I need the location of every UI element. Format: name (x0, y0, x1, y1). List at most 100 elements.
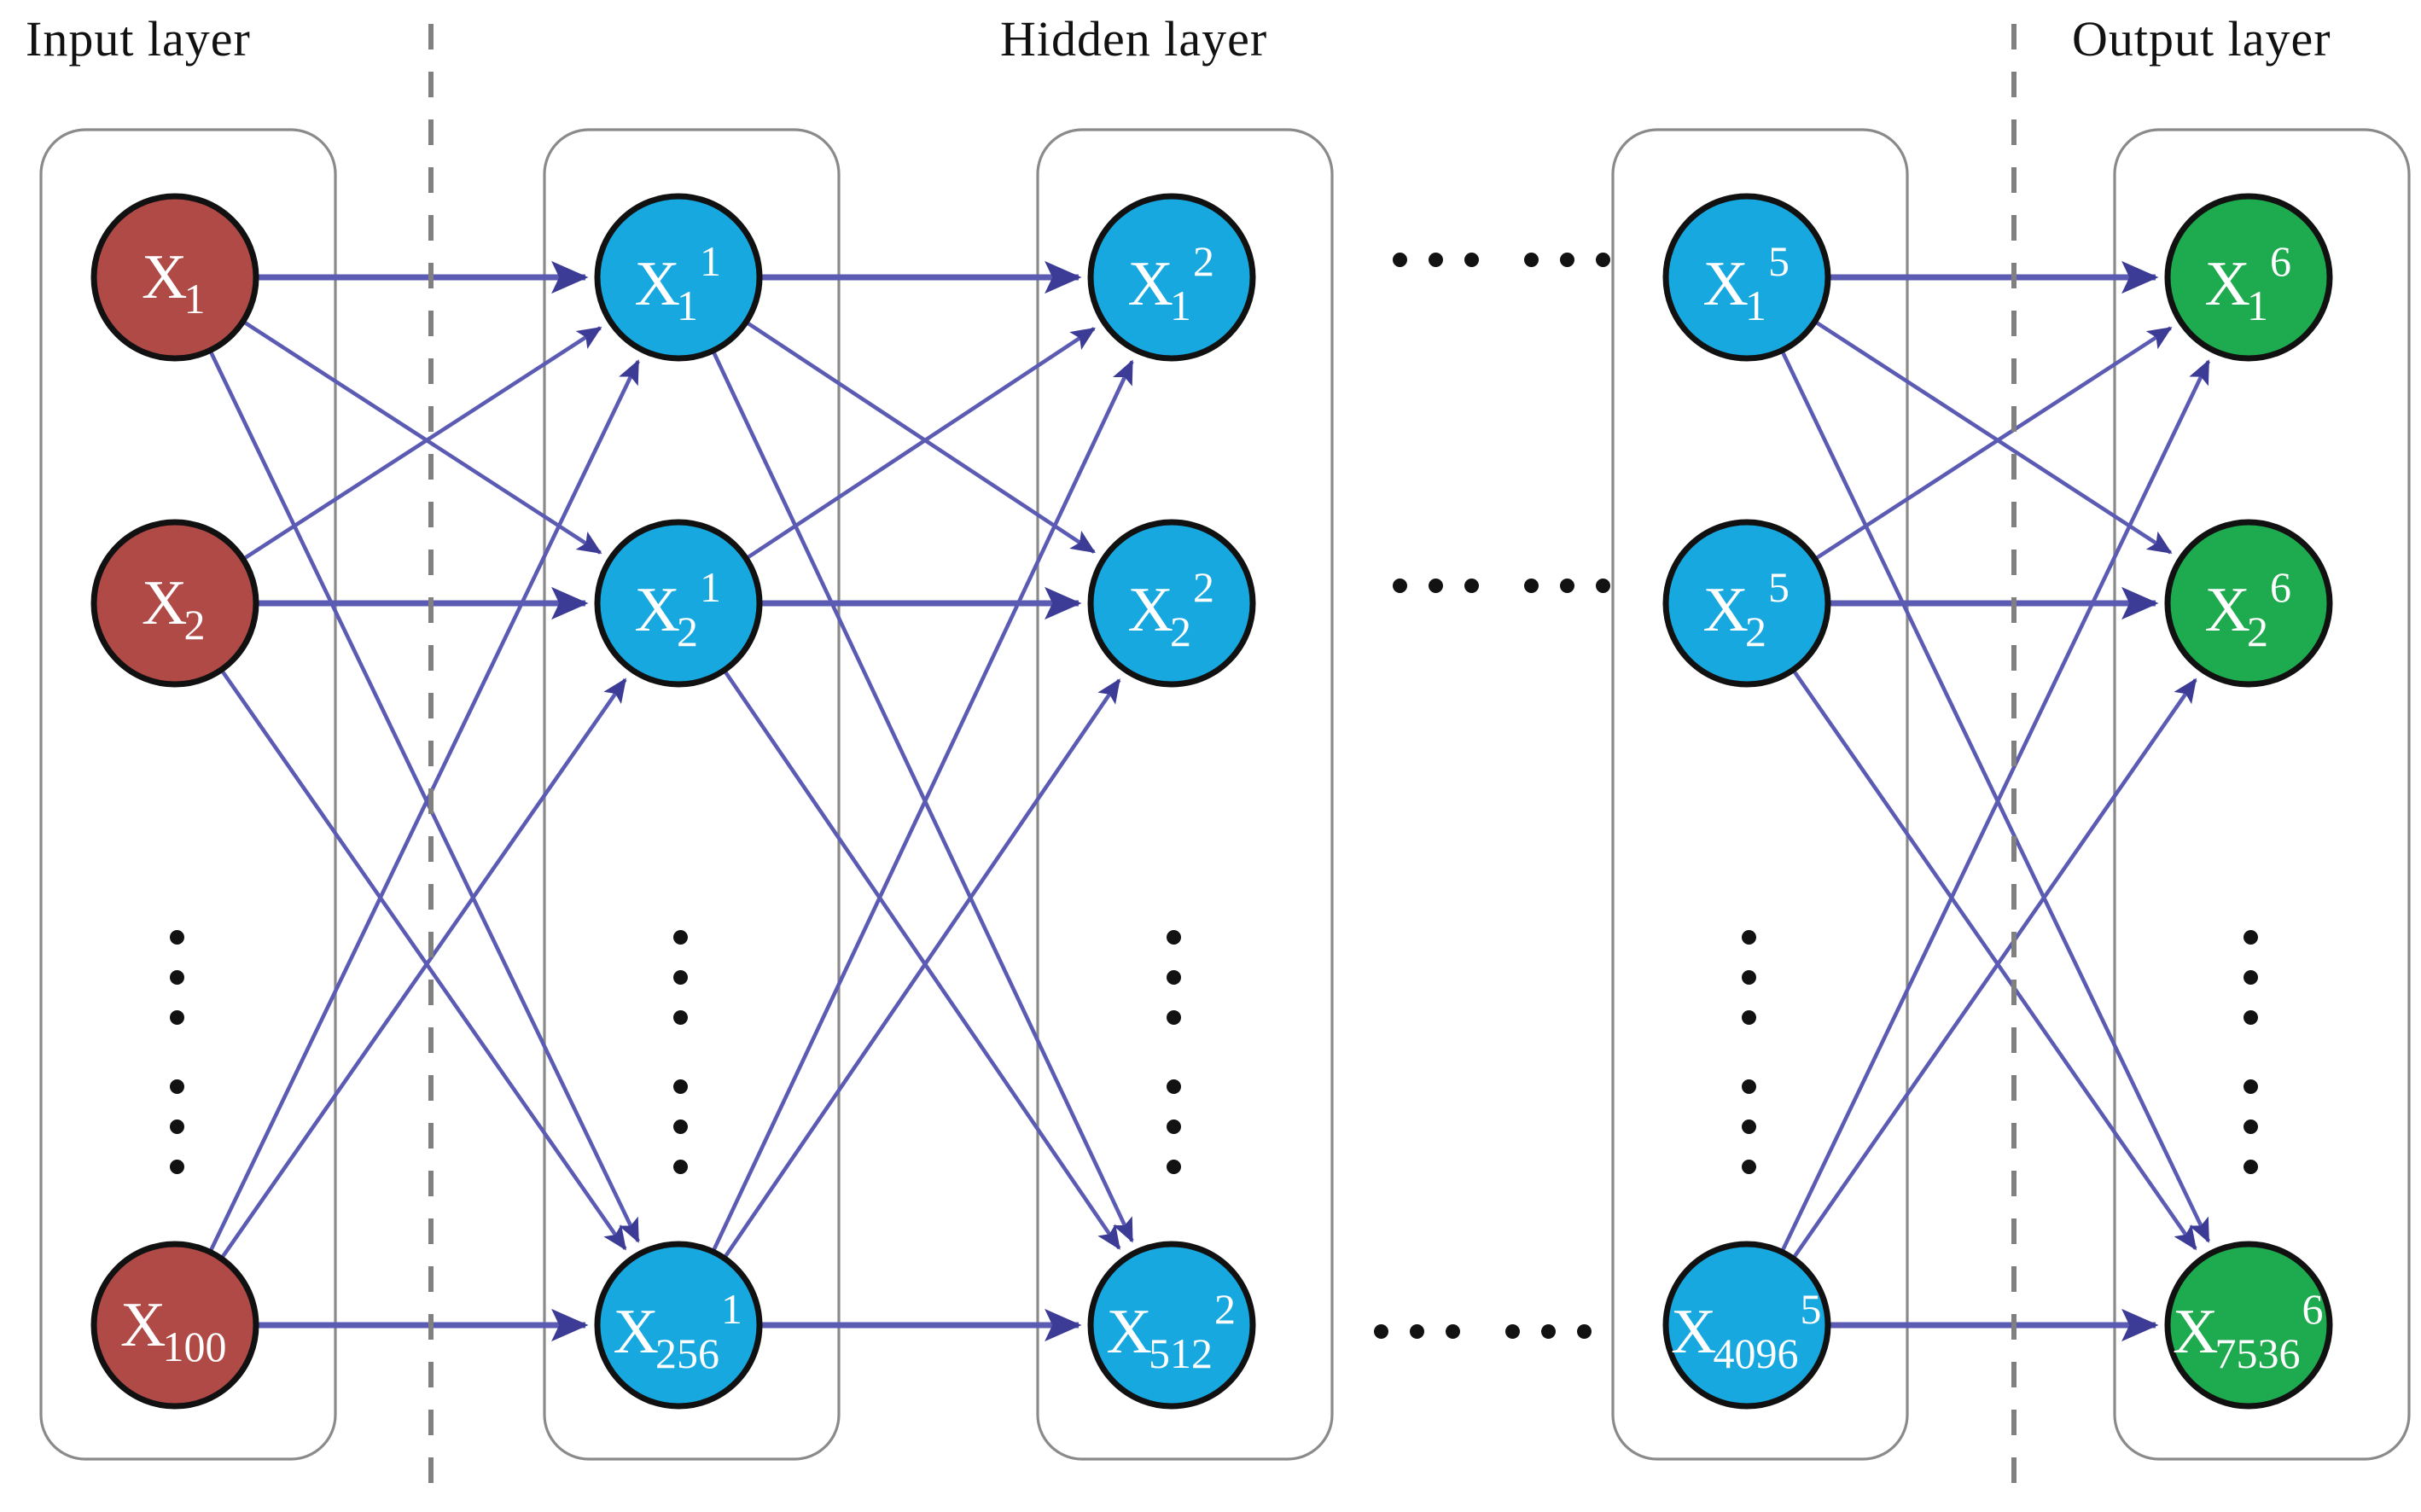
ellipsis-dot (1524, 579, 1539, 593)
neuron-output-layer-2[interactable] (2164, 519, 2333, 688)
edge-hidden5-to-output-1-2 (1792, 670, 2197, 1251)
ellipsis-dot (2243, 930, 2258, 945)
input-layer-box (39, 128, 337, 1461)
ellipsis-dot (1166, 1119, 1181, 1134)
ellipsis-dot (1560, 253, 1574, 267)
ellipsis-dot (1560, 579, 1574, 593)
ellipsis-dot (672, 1119, 688, 1134)
connection-edges (208, 260, 2211, 1342)
ellipsis-dot (169, 1160, 184, 1174)
edge-hidden5-to-output-1-0 (1815, 326, 2173, 561)
neuron-hidden-layer-5-1[interactable] (1662, 193, 1831, 362)
vdots-output (2241, 930, 2260, 1200)
edge-hidden1-to-hidden2-1-0 (746, 327, 1096, 560)
ellipsis-dot (169, 970, 184, 985)
hidden-layer-2-box (1036, 128, 1334, 1461)
edge-hidden1-to-hidden2-0-1 (746, 321, 1096, 554)
ellipsis-gap (167, 1050, 186, 1079)
ellipsis-dot (1429, 253, 1443, 267)
ellipsis-dot (169, 930, 184, 945)
ellipsis-dot (1393, 579, 1407, 593)
ellipsis-dot (1741, 930, 1756, 945)
neuron-nodes (90, 193, 2333, 1410)
neuron-output-layer-3[interactable] (2164, 1241, 2333, 1410)
ellipsis-dot (2243, 1010, 2258, 1025)
ellipsis-dot (672, 1010, 688, 1025)
neuron-hidden-layer-2-3[interactable] (1087, 1241, 1256, 1410)
edge-input-to-hidden1-1-0 (243, 326, 602, 561)
neuron-input-layer-1[interactable] (90, 193, 259, 362)
ellipsis-dot (672, 1079, 688, 1094)
edge-hidden5-to-output-2-1 (1792, 677, 2197, 1259)
ellipsis-dot (2243, 1079, 2258, 1094)
ellipsis-dot (1741, 970, 1756, 985)
edge-input-to-hidden1-2-0 (208, 359, 640, 1252)
ellipsis-dot (1446, 1324, 1460, 1339)
neuron-hidden-layer-1-3[interactable] (594, 1241, 763, 1410)
edge-hidden1-to-hidden2-2-1 (723, 678, 1121, 1259)
vdots-input (167, 930, 186, 1200)
ellipsis-dot (1596, 253, 1610, 267)
ellipsis-dot (1429, 579, 1443, 593)
edge-input-to-hidden1-0-2 (208, 351, 640, 1243)
ellipsis-dot (1166, 930, 1181, 945)
ellipsis-dot (2243, 1160, 2258, 1174)
neuron-output-layer-1[interactable] (2164, 193, 2333, 362)
ellipsis-dot (1741, 1119, 1756, 1134)
neuron-input-layer-2[interactable] (90, 519, 259, 688)
ellipsis-dot (1741, 1160, 1756, 1174)
ellipsis-dot (1393, 253, 1407, 267)
neuron-hidden-layer-5-3[interactable] (1662, 1241, 1831, 1410)
ellipsis-dot (1166, 1010, 1181, 1025)
neuron-hidden-layer-1-1[interactable] (594, 193, 763, 362)
neuron-input-layer-3[interactable] (90, 1241, 259, 1410)
edge-input-to-hidden1-2-1 (220, 677, 627, 1259)
vdots-hidden1 (671, 930, 690, 1200)
ellipsis-dot (1741, 1010, 1756, 1025)
neuron-hidden-layer-1-2[interactable] (594, 519, 763, 688)
hdots-row-1 (1393, 253, 1632, 267)
edge-hidden1-to-hidden2-0-2 (712, 351, 1134, 1243)
ellipsis-gap (1164, 1050, 1183, 1079)
ellipsis-gap (671, 1050, 690, 1079)
ellipsis-dot (1374, 1324, 1388, 1339)
hidden-layer-5-box (1611, 128, 1909, 1461)
layer-title-0: Input layer (26, 11, 251, 67)
ellipsis-dot (672, 930, 688, 945)
hdots-row-2 (1393, 579, 1632, 593)
ellipsis-dot (1166, 1079, 1181, 1094)
hdots-row-last (1374, 1324, 1613, 1339)
neuron-hidden-layer-5-2[interactable] (1662, 519, 1831, 688)
ellipsis-dot (672, 970, 688, 985)
edge-input-to-hidden1-1-2 (220, 670, 627, 1251)
edge-hidden1-to-hidden2-2-0 (712, 359, 1134, 1252)
vdots-hidden2 (1164, 930, 1183, 1200)
edge-input-to-hidden1-0-1 (243, 320, 602, 555)
edge-hidden1-to-hidden2-1-2 (723, 670, 1121, 1250)
ellipsis-dot (1464, 253, 1479, 267)
ellipsis-dot (1410, 1324, 1424, 1339)
ellipsis-dot (169, 1119, 184, 1134)
ellipsis-dot (1524, 253, 1539, 267)
ellipsis-gap (1739, 1050, 1758, 1079)
edge-hidden5-to-output-2-0 (1780, 359, 2211, 1252)
vdots-hidden5 (1739, 930, 1758, 1200)
edge-hidden5-to-output-0-1 (1815, 320, 2173, 555)
ellipsis-dot (1505, 1324, 1520, 1339)
layer-title-2: Output layer (2072, 11, 2331, 67)
ellipsis-dot (1741, 1079, 1756, 1094)
ellipsis-dot (169, 1079, 184, 1094)
ellipsis-dot (1596, 579, 1610, 593)
neuron-hidden-layer-2-1[interactable] (1087, 193, 1256, 362)
ellipsis-dot (1166, 1160, 1181, 1174)
ellipsis-dot (2243, 1119, 2258, 1134)
layer-dividers (428, 24, 2017, 1492)
layer-title-1: Hidden layer (1000, 11, 1268, 67)
neuron-hidden-layer-2-2[interactable] (1087, 519, 1256, 688)
ellipsis-dot (1541, 1324, 1556, 1339)
ellipsis-gap (2241, 1050, 2260, 1079)
ellipsis-dot (2243, 970, 2258, 985)
ellipsis-dot (1577, 1324, 1592, 1339)
